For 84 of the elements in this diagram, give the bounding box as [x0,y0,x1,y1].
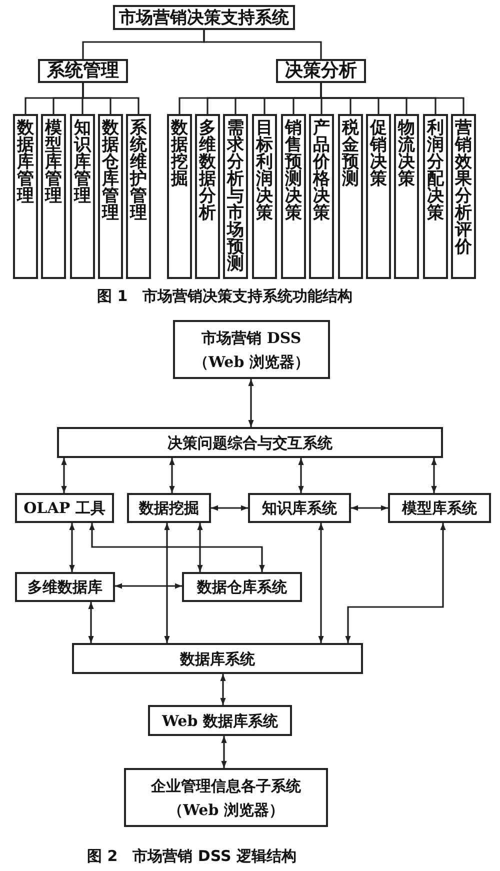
connector-line [203,30,322,59]
arrow [220,674,226,705]
box-label: 知识库管理 [74,120,91,205]
box-label: 产品价格决策 [313,120,330,222]
box-label: 物流决策 [398,120,415,188]
box-label: 需求分析与市场预测 [227,120,244,273]
function-box [451,114,476,279]
box-label: 利润分配决策 [427,120,444,222]
function-box [98,114,123,279]
module-box [15,572,115,602]
figure-caption: 图 2 市场营销 DSS 逻辑结构 [87,847,296,866]
function-box [309,114,334,279]
function-box [223,114,248,279]
function-box [195,114,220,279]
arrow [88,602,94,643]
function-box [394,114,419,279]
arrow [197,523,203,572]
box-label: 企业管理信息各子系统 [151,776,301,796]
module-box [248,493,351,523]
module-box [173,320,330,379]
arrow [115,583,182,589]
function-box [423,114,448,279]
box-label: 决策问题综合与交互系统 [168,432,332,452]
box-label: （Web 浏览器） [168,800,284,820]
connector-line [82,83,140,114]
box-label: 目标利润决策 [256,120,273,222]
box-label: 多维数据分析 [199,120,216,222]
box-label: 数据库系统 [180,648,255,668]
box-label: 市场营销决策支持系统 [119,8,289,28]
box-label: 税金预测 [342,120,359,188]
box-label: 数据仓库系统 [197,577,287,597]
arrow [248,379,254,427]
box-label: Web 数据库系统 [162,710,278,730]
arrow [431,458,437,493]
function-box [70,114,95,279]
box-label: 决策分析 [285,61,357,81]
connector-line [320,83,464,114]
function-box [126,114,151,279]
function-box [338,114,363,279]
module-box [388,493,491,523]
module-box [127,493,211,523]
box-label: 系统管理 [47,61,119,81]
box-label: 数据库管理 [17,120,34,205]
arrow [61,458,67,493]
arrow [298,458,304,493]
module-box [148,705,292,736]
arrow [345,523,446,643]
figure-caption: 图 1 市场营销决策支持系统功能结构 [97,287,353,306]
function-box [252,114,277,279]
arrow [164,523,170,643]
function-box [41,114,66,279]
function-box [13,114,38,279]
arrow [89,523,265,572]
module-box [276,59,366,83]
module-box [15,493,114,523]
box-label: 促销决策 [370,120,387,188]
function-box [281,114,306,279]
box-label: 模型库管理 [45,120,62,205]
arrow [169,458,175,493]
box-label: 营销效果分析评价 [455,120,472,256]
box-label: 数据挖掘 [139,498,199,518]
box-label: 模型库系统 [402,498,477,518]
module-box [124,768,328,827]
arrow [318,523,324,643]
box-label: 知识库系统 [262,498,337,518]
arrow [69,523,75,572]
box-label: 数据仓库管理 [102,120,119,222]
module-box [182,572,302,602]
box-label: （Web 浏览器） [194,352,310,372]
function-box [167,114,192,279]
box-label: 多维数据库 [28,577,102,597]
box-label: 系统维护管理 [130,120,147,222]
module-box [113,5,295,30]
box-label: 销售预测决策 [285,120,302,222]
module-box [38,59,128,83]
arrow [351,505,388,511]
box-label: 市场营销 DSS [202,328,302,348]
module-box [57,427,443,458]
arrow [221,736,227,768]
arrow [211,505,248,511]
box-label: 数据挖掘 [171,120,188,188]
module-box [72,643,363,674]
function-box [366,114,391,279]
box-label: OLAP 工具 [24,498,106,518]
